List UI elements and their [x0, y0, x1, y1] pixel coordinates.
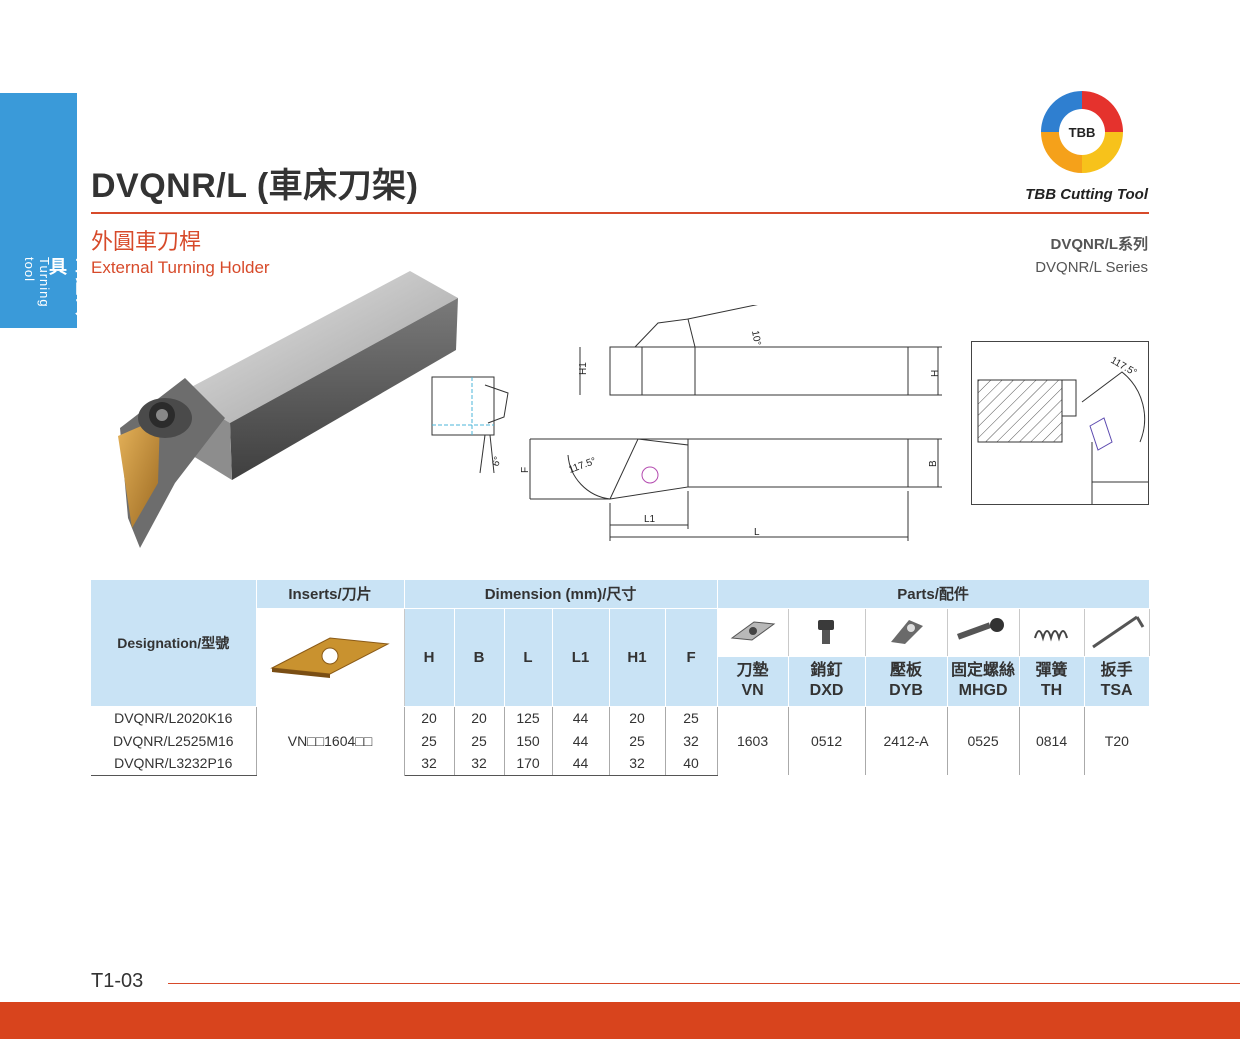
- title-rule: [91, 212, 1149, 214]
- angle-6-label: 6°: [490, 455, 504, 468]
- table-row: DVQNR/L2020K16 VN□□1604□□ 20 20 125 44 2…: [91, 706, 1149, 775]
- detail-drawing: 117.5°: [971, 341, 1149, 505]
- series-en: DVQNR/L Series: [1035, 259, 1148, 276]
- f-label: F: [520, 467, 531, 473]
- table-row: DVQNR/L2525M16 25 25 150 44 25 32: [91, 729, 1149, 752]
- tbb-logo-icon: TBB: [1041, 91, 1123, 173]
- spec-table: Designation/型號 Inserts/刀片 Dimension (mm)…: [91, 580, 1150, 776]
- cell-f: 25: [665, 706, 718, 729]
- spring-icon: [1019, 608, 1085, 657]
- parts-header: Parts/配件: [717, 580, 1150, 609]
- logo-text: TBB: [1069, 125, 1096, 140]
- footer-rule: [168, 983, 1240, 984]
- side-tab: 車削刀具 Turning tool: [0, 93, 93, 328]
- subtitle-cn: 外圓車刀桿: [91, 229, 202, 254]
- dim-col-f: F: [665, 608, 718, 707]
- side-tab-en: Turning tool: [22, 257, 52, 308]
- cell-l1: 44: [552, 706, 610, 729]
- row-designation: DVQNR/L2525M16: [91, 729, 257, 752]
- dimension-header: Dimension (mm)/尺寸: [404, 580, 718, 609]
- row-designation: DVQNR/L3232P16: [91, 752, 257, 776]
- inserts-header: Inserts/刀片: [256, 580, 405, 609]
- cell-h1: 25: [609, 729, 666, 752]
- cell-h: 20: [404, 706, 455, 729]
- cell-l: 170: [504, 752, 553, 776]
- pin-icon: [788, 608, 866, 657]
- cell-h1: 32: [609, 752, 666, 776]
- l1-label: L1: [644, 514, 656, 525]
- cell-f: 40: [665, 752, 718, 776]
- cell-b: 20: [454, 706, 505, 729]
- insert-image: [256, 608, 405, 707]
- row-designation: DVQNR/L2020K16: [91, 706, 257, 729]
- part-spring-value: 0814: [1019, 706, 1085, 775]
- b-label: B: [928, 460, 939, 467]
- table-row: DVQNR/L3232P16 32 32 170 44 32 40: [91, 752, 1149, 776]
- cell-l: 150: [504, 729, 553, 752]
- brand-name: TBB Cutting Tool: [1025, 186, 1148, 203]
- subtitle-en: External Turning Holder: [91, 258, 270, 277]
- insert-code: VN□□1604□□: [256, 706, 405, 775]
- shim-icon: [717, 608, 789, 657]
- dim-col-b: B: [454, 608, 505, 707]
- technical-drawing: 10° 6° 117.5° H1 H F B L1 L: [431, 305, 942, 541]
- page-number: T1-03: [91, 970, 144, 992]
- cell-b: 25: [454, 729, 505, 752]
- dim-col-h1: H1: [609, 608, 666, 707]
- l-label: L: [754, 527, 760, 538]
- page-title: DVQNR/L (車床刀架): [91, 167, 419, 205]
- clamp-icon: [865, 608, 948, 657]
- part-shim-value: 1603: [717, 706, 789, 775]
- angle-1175-label: 117.5°: [567, 456, 597, 476]
- part-pin-value: 0512: [788, 706, 866, 775]
- series-cn: DVQNR/L系列: [1050, 236, 1148, 253]
- cell-f: 32: [665, 729, 718, 752]
- dim-col-h: H: [404, 608, 455, 707]
- footer-bar: [0, 1002, 1240, 1039]
- cell-l1: 44: [552, 752, 610, 776]
- detail-angle-label: 117.5°: [1109, 355, 1139, 379]
- angle-10-label: 10°: [749, 330, 762, 347]
- wrench-icon: [1084, 608, 1150, 657]
- tool-holder-image: [118, 271, 458, 548]
- dim-col-l1: L1: [552, 608, 610, 707]
- part-clamp-value: 2412-A: [865, 706, 948, 775]
- part-wrench-value: T20: [1104, 732, 1129, 749]
- designation-header: Designation/型號: [91, 580, 257, 707]
- cell-l: 125: [504, 706, 553, 729]
- cell-l1: 44: [552, 729, 610, 752]
- side-tab-cn: 車削刀具: [47, 257, 93, 317]
- dim-col-l: L: [504, 608, 553, 707]
- part-screw-value: 0525: [947, 706, 1020, 775]
- cell-h1: 20: [609, 706, 666, 729]
- screw-icon: [947, 608, 1020, 657]
- cell-h: 32: [404, 752, 455, 776]
- cell-b: 32: [454, 752, 505, 776]
- cell-h: 25: [404, 729, 455, 752]
- insert-icon: [270, 636, 390, 678]
- h1-label: H1: [578, 362, 589, 375]
- h-label: H: [930, 370, 941, 377]
